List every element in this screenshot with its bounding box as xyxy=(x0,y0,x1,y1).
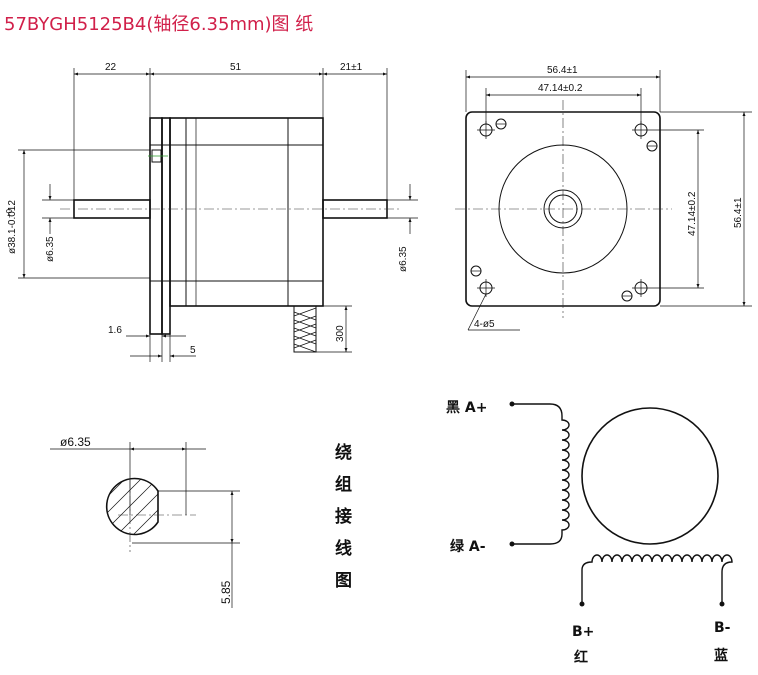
label-b-plus-color: 红 xyxy=(574,649,588,666)
mounting-hole-bl xyxy=(470,265,495,297)
dim-pilot-tolerance: +0 xyxy=(5,208,14,218)
dim-pilot-length: 5 xyxy=(190,345,196,356)
wiring-heading: 绕 组 接 线 图 xyxy=(335,442,352,591)
coil-a xyxy=(512,403,570,545)
wiring-heading-char-1: 绕 xyxy=(335,442,352,463)
coil-b xyxy=(581,554,733,604)
wiring-heading-char-2: 组 xyxy=(335,474,352,495)
shaft-section: ø6.35 5.85 xyxy=(50,435,240,608)
terminal-b-minus xyxy=(719,601,725,607)
mounting-hole-tr xyxy=(632,121,658,152)
dim-body-length: 51 xyxy=(230,62,242,73)
label-a-minus: 绿 A- xyxy=(450,538,486,555)
dim-front-height: 56.4±1 xyxy=(733,197,744,228)
mounting-hole-tl xyxy=(477,118,507,139)
wiring-heading-char-4: 线 xyxy=(335,538,352,559)
dim-hole-spacing-h: 47.14±0.2 xyxy=(538,83,583,94)
lead-wire-bundle xyxy=(293,305,317,353)
side-view: 22 51 21±1 ø38.1-0.012 +0 ø xyxy=(5,62,418,362)
dim-shaft-dia-right: ø6.35 xyxy=(398,246,409,272)
dim-pilot-diameter: ø38.1-0.012 xyxy=(7,200,18,254)
dim-section-diameter: ø6.35 xyxy=(60,435,91,449)
label-b-plus: B+ xyxy=(572,624,594,640)
wiring-heading-char-3: 接 xyxy=(335,506,352,527)
dim-flange-thickness: 1.6 xyxy=(108,325,122,336)
drawing-title: 57BYGH5125B4(轴径6.35mm)图 纸 xyxy=(4,14,313,35)
label-b-minus-color: 蓝 xyxy=(714,647,728,664)
dim-front-width: 56.4±1 xyxy=(547,65,578,76)
front-view: 56.4±1 47.14±0.2 47.14±0.2 56.4±1 4-ø5 xyxy=(455,65,752,331)
dim-shaft-flat: 5.85 xyxy=(219,580,233,604)
dim-hole-spacing-v: 47.14±0.2 xyxy=(687,191,698,236)
terminal-b-plus xyxy=(579,601,585,607)
label-a-plus: 黑 A+ xyxy=(446,400,487,416)
dim-lead-length: 300 xyxy=(335,325,346,342)
dim-front-shaft: 22 xyxy=(105,62,117,73)
wiring-diagram: 黑 A+ 绿 A- B+ 红 B- 蓝 xyxy=(446,400,733,666)
dim-shaft-dia-left: ø6.35 xyxy=(45,236,56,262)
label-b-minus: B- xyxy=(714,620,731,636)
wiring-heading-char-5: 图 xyxy=(335,571,352,591)
dim-mounting-holes: 4-ø5 xyxy=(474,319,495,330)
dim-rear-shaft: 21±1 xyxy=(340,62,363,73)
mounting-hole-br xyxy=(621,279,650,302)
